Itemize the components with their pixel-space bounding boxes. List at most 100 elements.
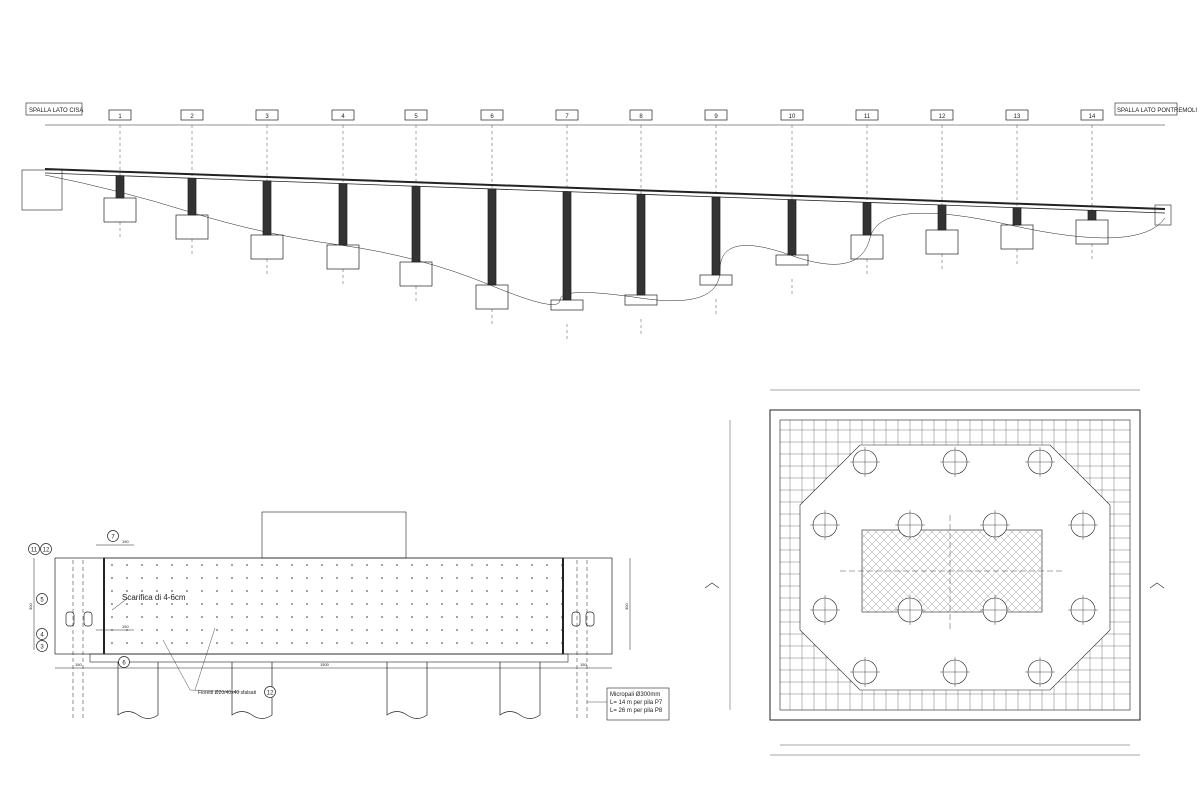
pier-footing: [550, 299, 584, 311]
footing-plan: [704, 389, 1165, 756]
left-abutment: [21, 169, 63, 211]
fioretti-leader: [162, 639, 191, 691]
callout-circle: [118, 656, 130, 668]
pier: [711, 196, 721, 276]
pier-footing: [475, 284, 509, 310]
left-abutment-label-box: [25, 102, 83, 116]
left-abutment-label: SPALLA LATO CISA: [29, 108, 83, 114]
callout-circle: [28, 543, 40, 555]
pier-label: 2: [190, 114, 194, 120]
pier-label: 3: [265, 114, 269, 120]
right-abutment: [1154, 204, 1172, 226]
pier-label-box: [704, 109, 728, 121]
pier-label: 9: [714, 114, 718, 120]
callout-circle: [40, 543, 52, 555]
pier-stem: [261, 511, 407, 559]
callout-label: 3: [40, 645, 44, 651]
lean-concrete: [89, 653, 569, 663]
callout-label: 5: [40, 598, 44, 604]
fioretti-leader: [189, 689, 241, 693]
anchor-left: [65, 611, 75, 627]
pile: [117, 662, 159, 719]
micropali-note-1: Micropali Ø300mm: [610, 692, 660, 698]
pier-footing: [699, 274, 733, 286]
dim-mid: 150: [122, 624, 129, 629]
pier-footing: [326, 244, 360, 270]
section-arrow-right: [1149, 582, 1165, 589]
callout-circle: [36, 640, 48, 652]
pier: [115, 175, 125, 199]
scarifica-note: Scarifica di 4-6cm: [122, 593, 186, 602]
pier-label-box: [404, 109, 428, 121]
dim-side-left: 150: [75, 662, 82, 667]
deck-bottom: [44, 172, 1166, 214]
dim-side-right: 150: [580, 662, 587, 667]
pier-label-box: [555, 109, 579, 121]
pier-footing: [925, 229, 959, 255]
pier: [1087, 210, 1097, 221]
plan-inner: [779, 419, 1131, 711]
pier-footing: [103, 197, 137, 223]
scarifica-leader: [111, 597, 129, 611]
pier: [937, 204, 947, 231]
callout-circle: [36, 628, 48, 640]
pile: [499, 662, 541, 719]
pier-label: 4: [341, 114, 345, 120]
pier: [862, 202, 872, 236]
anchor-right: [571, 611, 581, 627]
callout-circle: [264, 686, 276, 698]
anchor-right-2: [585, 611, 595, 627]
pier-footing: [624, 294, 658, 306]
pier-label: 13: [1014, 114, 1021, 120]
callout-label: 7: [111, 535, 115, 541]
pier-label: 8: [639, 114, 643, 120]
pier-label: 1: [118, 114, 122, 120]
pier-label-box: [255, 109, 279, 121]
pier-label-box: [180, 109, 204, 121]
pier-label-box: [855, 109, 879, 121]
pier-label-box: [930, 109, 954, 121]
fioretti-note: Fioretti Ø20/40x40 sfalsati: [198, 690, 256, 696]
pier-footing: [775, 254, 809, 266]
anchor-left-2: [83, 611, 93, 627]
pier-label: 6: [490, 114, 494, 120]
pier-label-box: [1005, 109, 1029, 121]
pier-footing: [1075, 219, 1109, 245]
micropali-note-box: [606, 687, 670, 721]
pier: [338, 183, 348, 246]
callout-label: 11: [31, 548, 38, 554]
pier-label: 10: [789, 114, 796, 120]
callout-circle: [36, 593, 48, 605]
ground-profile: [44, 174, 1166, 305]
callout-label: 4: [40, 633, 44, 639]
section-arrow-left: [704, 582, 720, 589]
pier: [636, 193, 646, 296]
dim-top: 150: [122, 539, 129, 544]
pier: [187, 177, 197, 216]
pier-label-box: [629, 109, 653, 121]
plan-outer: [769, 409, 1141, 721]
pier-label: 12: [939, 114, 946, 120]
right-abutment-label: SPALLA LATO PONTREMOLI: [1117, 108, 1197, 114]
pier-label-box: [480, 109, 504, 121]
pile: [386, 662, 428, 719]
pier: [787, 199, 797, 256]
pier-label: 11: [864, 114, 871, 120]
micropali-note-3: L= 26 m per pila P8: [610, 708, 663, 714]
pier-label-box: [108, 109, 132, 121]
pier-label: 5: [414, 114, 418, 120]
micropiles: [72, 560, 588, 720]
pier-footing: [250, 234, 284, 260]
right-abutment-label-box: [1114, 102, 1178, 116]
pier: [1012, 207, 1022, 226]
pier-label-box: [1080, 109, 1104, 121]
pier: [411, 185, 421, 263]
callout-label: 6: [122, 661, 126, 667]
pier-label: 14: [1089, 114, 1096, 120]
footing-core: [103, 557, 564, 655]
fioretti-leader: [194, 627, 216, 691]
dim-height-right: 300: [624, 603, 629, 610]
pile: [231, 662, 273, 719]
